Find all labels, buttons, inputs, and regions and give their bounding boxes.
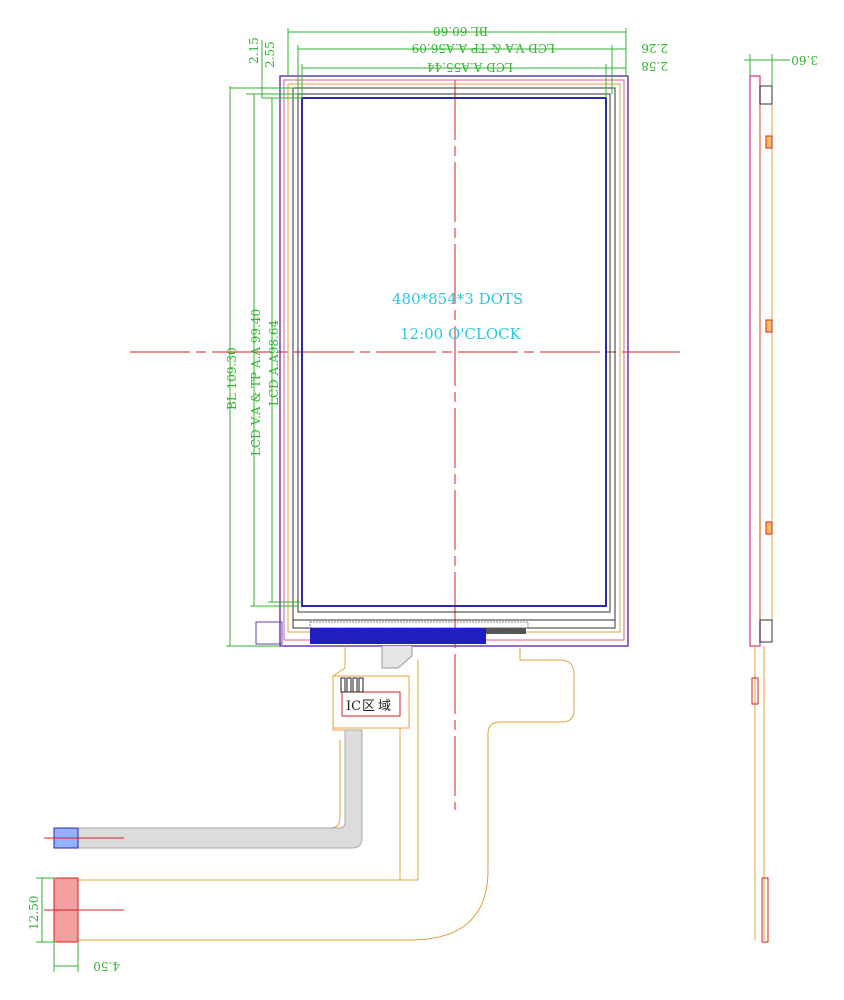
tp-outline <box>283 79 625 641</box>
ic-area-box <box>332 675 410 729</box>
ic-component-box <box>341 691 401 717</box>
top-offset-2-label: 2.55 <box>263 41 277 68</box>
driver-ic-bar-hatch <box>486 628 526 634</box>
resolution-note: 480*854*3 DOTS <box>392 290 523 308</box>
side-view-body <box>749 75 761 647</box>
glass-outline <box>292 87 616 629</box>
ic-zone-label-1: 区 <box>362 699 375 714</box>
right-offset-2-label: 2.58 <box>641 59 668 73</box>
lcd-va-height-label: LCD V.A & TP A.A 99.40 <box>249 309 263 456</box>
lcd-va-outline <box>297 93 611 613</box>
side-view-inner <box>759 85 773 643</box>
lcd-aa-outline <box>301 97 607 607</box>
thickness-label: 3.60 <box>791 53 818 67</box>
connector-width-label: 4.50 <box>93 959 120 973</box>
side-view-step-top <box>759 85 773 105</box>
orientation-note: 12:00 O'CLOCK <box>400 325 522 343</box>
ledge-strip <box>309 621 529 629</box>
fpc-main-tail <box>74 646 349 841</box>
connector-height-label: 12.50 <box>27 896 41 930</box>
side-view-pad-1 <box>765 135 773 149</box>
ic-label: IC <box>346 699 361 714</box>
driver-ic-bar <box>310 628 486 644</box>
fpc-hatched-strip <box>74 729 363 849</box>
lcd-aa-height-label: LCD A.A98.64 <box>267 320 281 406</box>
side-view-connector <box>761 877 769 943</box>
lcd-va-width-label: LCD V.A & TP A.A56.09 <box>412 41 555 55</box>
bl-width-label: BL 60.60 <box>433 24 488 38</box>
ic-zone-label-2: 域 <box>378 699 391 714</box>
side-view-pad-2 <box>765 319 773 333</box>
left-tab <box>255 621 283 645</box>
right-offset-1-label: 2.26 <box>641 41 668 55</box>
lcd-aa-width-label: LCD A.A55.44 <box>427 60 513 74</box>
fpc-long-tail <box>75 660 419 881</box>
fpc-outer-curve <box>75 646 575 941</box>
side-view-step-bottom <box>759 619 773 643</box>
top-offset-1-label: 2.15 <box>247 37 261 64</box>
side-view-fpc-pad <box>751 677 759 705</box>
ic-pads <box>340 677 364 693</box>
side-view-pad-3 <box>765 521 773 535</box>
backlight-outline <box>279 75 629 647</box>
bl-height-label: BL 109.30 <box>225 347 239 410</box>
frame-outline-orange <box>287 83 621 633</box>
fpc-small-tab <box>381 646 413 669</box>
